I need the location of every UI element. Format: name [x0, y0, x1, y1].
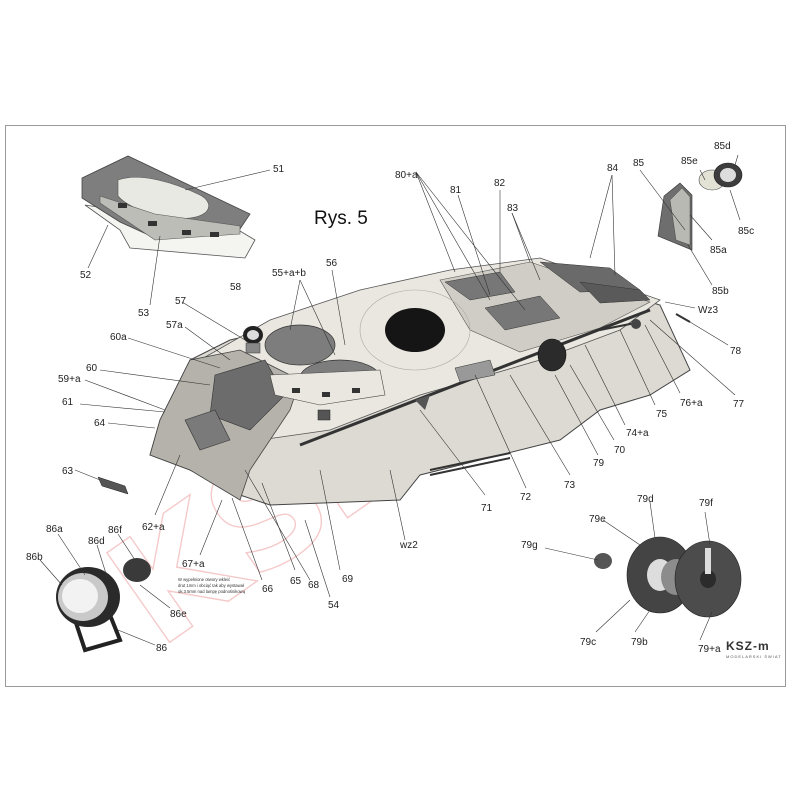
label-86e: 86e	[170, 609, 187, 620]
label-85a: 85a	[710, 245, 727, 256]
label-75: 75	[656, 409, 668, 420]
part-85-group	[657, 162, 743, 251]
label-wz2: wz2	[399, 540, 418, 551]
label-86a: 86a	[46, 524, 63, 535]
label-79a: 79+a	[698, 644, 721, 655]
label-66: 66	[262, 584, 274, 595]
label-54: 54	[328, 600, 340, 611]
figure-title: Rys. 5	[314, 208, 368, 229]
part-63-plate	[97, 476, 129, 495]
part-79-wheels	[594, 536, 742, 618]
label-79d: 79d	[637, 494, 654, 505]
label-62: 62+a	[142, 522, 165, 533]
brand-name: KSZ-m	[726, 639, 770, 653]
label-85c: 85c	[738, 226, 754, 237]
label-73: 73	[564, 480, 576, 491]
label-79f: 79f	[699, 498, 713, 509]
label-71: 71	[481, 503, 493, 514]
label-67: 67+a	[182, 559, 205, 570]
label-61: 61	[62, 397, 74, 408]
label-72: 72	[520, 492, 532, 503]
label-85e: 85e	[681, 156, 698, 167]
label-60a: 60a	[110, 332, 127, 343]
brand-subtitle: MODELARSKI ŚWIAT	[726, 654, 782, 659]
label-76: 76+a	[680, 398, 703, 409]
label-86: 86	[156, 643, 168, 654]
label-85b: 85b	[712, 286, 729, 297]
label-64: 64	[94, 418, 106, 429]
label-56: 56	[326, 258, 338, 269]
assembly-note: W wypełnione otwory wkleić drut 1mm i ob…	[178, 577, 246, 594]
label-53: 53	[138, 308, 150, 319]
brand-logo: KSZ-m MODELARSKI ŚWIAT	[726, 639, 782, 659]
label-82: 82	[494, 178, 506, 189]
label-68: 68	[308, 580, 320, 591]
label-85d: 85d	[714, 141, 731, 152]
label-60: 60	[86, 363, 98, 374]
label-74: 74+a	[626, 428, 649, 439]
label-79b: 79b	[631, 637, 648, 648]
note-line-1: W wypełnione otwory wkleić	[178, 577, 230, 582]
label-wz3: Wz3	[698, 305, 718, 316]
label-86b: 86b	[26, 552, 43, 563]
label-85: 85	[633, 158, 645, 169]
label-51: 51	[273, 164, 285, 175]
label-79g: 79g	[521, 540, 538, 551]
label-58: 58	[230, 282, 242, 293]
label-79c: 79c	[580, 637, 596, 648]
label-78: 78	[730, 346, 742, 357]
label-57a: 57a	[166, 320, 183, 331]
roof-plate-part	[81, 155, 256, 259]
label-86f: 86f	[108, 525, 122, 536]
label-81: 81	[450, 185, 462, 196]
label-77: 77	[733, 399, 745, 410]
note-line-3: ok.3.5mm nad lampę podnośnikową	[178, 589, 246, 594]
label-86d: 86d	[88, 536, 105, 547]
label-59: 59+a	[58, 374, 81, 385]
label-52: 52	[80, 270, 92, 281]
label-83: 83	[507, 203, 519, 214]
hull-body	[149, 257, 691, 506]
label-79: 79	[593, 458, 605, 469]
note-line-2: drut 1mm i obciąć tak aby wystawał	[178, 583, 244, 588]
label-57: 57	[175, 296, 187, 307]
label-65: 65	[290, 576, 302, 587]
label-79e: 79e	[589, 514, 606, 525]
label-55: 55+a+b	[272, 268, 306, 279]
label-84: 84	[607, 163, 619, 174]
label-80: 80+a	[395, 170, 418, 181]
part-86-headlight	[56, 558, 151, 653]
label-63: 63	[62, 466, 74, 477]
leader-lines	[39, 154, 741, 646]
part-labels: 51 52 53 54 55+a+b 56 57 58 57a 60a 60 5…	[26, 141, 754, 655]
label-70: 70	[614, 445, 626, 456]
label-69: 69	[342, 574, 354, 585]
